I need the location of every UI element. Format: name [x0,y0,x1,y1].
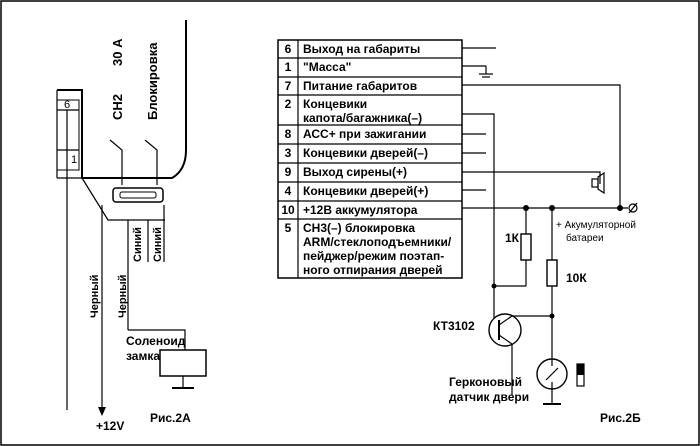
caption-fig-2b: Рис.2Б [600,411,641,425]
connector-box [56,99,80,171]
harness-block-outline [57,20,187,179]
terminal-pin-number: 5 [285,221,292,235]
terminal-pin-number: 3 [285,146,292,160]
connector-pin-6: 6 [64,99,70,111]
label-plus-12v: +12V [96,419,124,433]
junction-dot [617,205,623,211]
terminal-description: пейджер/режим поэтап- [303,249,444,263]
fig-2b: 6 Выход на габариты 1 "Масса" 7 Питание габар… [277,39,641,425]
terminal-rows: 6 Выход на габариты 1 "Масса" 7 Питание габар… [278,42,462,277]
terminal-pin-number: 1 [285,60,292,74]
transistor-emitter [498,334,513,345]
arrow-down-icon [98,407,106,416]
label-lock: Блокировка [145,42,160,120]
magnet-pole-icon [577,364,584,375]
siren-icon [591,178,599,188]
wire-ch2 [109,139,123,185]
fuse-element [119,191,157,199]
label-ch2: СН2 [110,94,125,120]
harness-bottom-edge [81,177,165,221]
label-reed-1: Герконовый [449,375,522,389]
terminal-description: Выход на габариты [303,42,420,56]
fig-2a: 6 1 СН2 30 А Блокировка Черный Черный Си… [56,20,207,433]
label-battery-1: + Акумуляторной [556,220,636,231]
label-r2: 10К [566,271,587,285]
terminal-description: Питание габаритов [303,79,417,93]
terminal-description: Концевики дверей(–) [303,146,428,160]
terminal-description: Концевики [303,97,367,111]
terminal-description: СН3(–) блокировка [303,221,415,235]
label-black-1: Черный [89,275,101,318]
terminal-description: капота/багажника(–) [303,111,422,125]
solenoid-coil [159,349,207,377]
transistor-collector [498,315,513,326]
wire-siren-out [462,171,601,184]
terminal-description: +12В аккумулятора [303,203,418,217]
label-blue-2: Синий [152,227,164,262]
label-reed-2: датчик двери [449,390,529,404]
terminal-pin-number: 9 [285,165,292,179]
label-blue-1: Синий [132,227,144,262]
speaker-icon [597,171,605,195]
caption-fig-2a: Рис.2А [150,411,191,425]
terminal-description: ARM/стеклоподъемники/ [303,235,452,249]
battery-terminal-slash [628,202,638,214]
terminal-pin-number: 8 [285,127,292,141]
resistor-1k [520,233,532,261]
terminal-description: "Масса" [303,60,351,74]
reed-contact [545,367,559,381]
terminal-description: Выход сирены(+) [303,165,407,179]
label-solenoid-1: Соленоид [126,334,186,348]
resistor-10k [546,259,558,287]
terminal-pin-number: 7 [285,79,292,93]
terminal-pin-number: 6 [285,42,292,56]
wire-lock [144,139,158,185]
terminal-pin-number: 10 [281,203,295,217]
label-solenoid-2: замка [126,349,160,363]
label-black-2: Черный [117,275,129,318]
label-r1: 1К [505,231,520,245]
terminal-pin-number: 2 [285,97,292,111]
terminal-description: Концевики дверей(+) [303,184,428,198]
transistor-kt3102-icon [488,313,522,347]
terminal-table [277,39,463,279]
label-transistor: КТ3102 [433,319,475,333]
terminal-description: ного отпирания дверей [303,263,442,277]
wire-to-solenoid [128,329,186,350]
terminal-description: АСС+ при зажигании [303,127,426,141]
wire-pin-2-to-transistor [462,113,495,286]
connector-pin-1: 1 [71,154,77,166]
junction-dot [549,313,555,319]
terminal-pin-number: 4 [285,184,292,198]
label-30a: 30 А [110,38,125,66]
wire-pin-7-to-battery [462,84,621,208]
label-battery-2: батареи [566,232,604,244]
